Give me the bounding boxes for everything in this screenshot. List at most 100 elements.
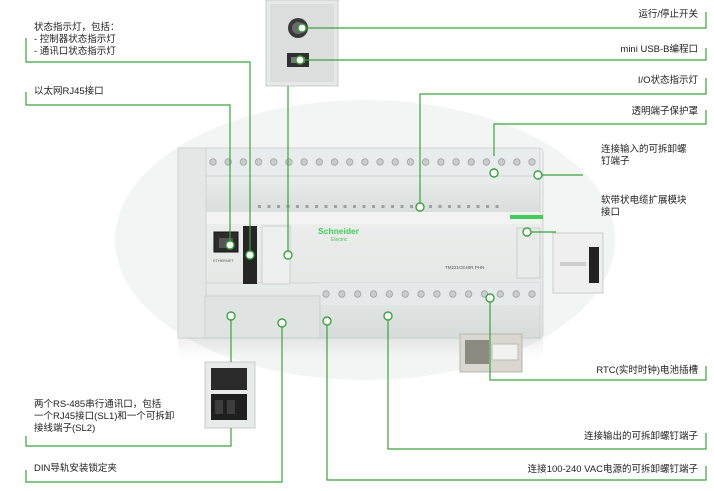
terminal-screw: [376, 158, 384, 166]
terminal-screw: [338, 290, 346, 298]
dot-cover: [533, 170, 543, 180]
accent-stripe: [510, 215, 543, 219]
io-led: [400, 205, 404, 208]
inset-rs485: [204, 361, 256, 429]
dot-rtc: [485, 293, 495, 303]
terminal-screw: [449, 290, 457, 298]
terminal-screw: [300, 158, 308, 166]
label-io-leds: I/O状态指示灯: [637, 75, 698, 86]
callout-dots: [225, 23, 543, 328]
io-led: [381, 205, 385, 208]
io-led: [495, 205, 499, 208]
io-led: [391, 205, 394, 208]
terminal-screw: [239, 158, 248, 166]
terminal-screw: [346, 158, 354, 166]
io-led: [467, 205, 470, 208]
io-led: [277, 205, 280, 208]
plc-body: [177, 147, 544, 358]
io-led: [305, 205, 309, 208]
io-led: [438, 205, 442, 208]
label-input-terminals: 连接输入的可拆卸螺 钉端子: [601, 144, 687, 167]
dot-power: [322, 316, 332, 326]
terminal-screw: [513, 158, 521, 166]
dot-input-terminals: [489, 168, 499, 178]
terminal-screw: [270, 158, 278, 166]
label-rtc: RTC(实时时钟)电池插槽: [596, 365, 698, 376]
terminal-screw: [497, 158, 506, 166]
terminal-screw: [369, 290, 378, 298]
brand-logo: Schneider: [318, 226, 360, 236]
terminal-screw: [528, 158, 536, 166]
brand-sub: Electric: [331, 237, 348, 243]
terminal-screw: [464, 290, 473, 298]
terminal-screw: [528, 290, 536, 298]
label-output-terminals: 连接输出的可拆卸螺钉端子: [583, 431, 698, 442]
label-rj45: 以太网RJ45接口: [34, 86, 104, 97]
dot-output: [383, 311, 393, 321]
dot-usb: [295, 55, 305, 65]
label-cover: 透明端子保护罩: [631, 106, 698, 117]
io-led: [267, 205, 271, 208]
terminal-screw: [391, 158, 399, 166]
terminal-screw: [385, 290, 394, 298]
terminal-screw: [417, 290, 425, 298]
io-led: [343, 205, 347, 208]
io-led: [296, 205, 299, 208]
dot-rj45: [225, 240, 235, 250]
inset-runstop-usb: [265, 0, 339, 87]
terminal-screw: [330, 158, 339, 166]
label-usb: mini USB-B编程口: [620, 44, 698, 55]
inset-rtc: [459, 333, 523, 373]
io-led: [362, 205, 366, 208]
io-led: [324, 205, 328, 208]
callout-lines: [25, 12, 707, 483]
io-led: [476, 205, 480, 208]
terminal-screw: [467, 158, 475, 166]
model-label: TM221CE40R PHN: [445, 265, 484, 270]
terminal-screw: [285, 158, 293, 166]
terminal-screw: [353, 290, 362, 298]
label-din: DIN导轨安装锁定夹: [34, 463, 117, 474]
label-status-leds: 状态指示灯，包括： - 控制器状态指示灯 - 通讯口状态指示灯: [34, 22, 120, 57]
dot-io-leds: [415, 202, 425, 212]
terminal-screw: [209, 158, 217, 166]
io-led: [258, 205, 261, 208]
terminal-screw: [433, 290, 441, 298]
rs485-rj45-port: [211, 368, 247, 390]
terminal-screw: [254, 158, 263, 166]
io-led: [429, 205, 432, 208]
label-rs485: 两个RS-485串行通讯口，包括 一个RJ45接口(SL1)和一个可拆卸 接线端…: [34, 399, 175, 434]
terminal-screw: [401, 290, 409, 298]
output-terminal-screws: [322, 290, 536, 298]
io-led: [315, 205, 318, 208]
dot-expansion: [522, 227, 532, 237]
expansion-connector: [589, 247, 599, 283]
dot-din: [277, 318, 287, 328]
inset-expansion: [552, 232, 604, 294]
terminal-screw: [421, 158, 430, 166]
label-expansion: 软带状电缆扩展模块 接口: [601, 195, 687, 218]
terminal-screw: [482, 158, 491, 166]
label-run-stop: 运行/停止开关: [638, 9, 698, 20]
terminal-screw: [437, 158, 445, 166]
io-led: [353, 205, 356, 208]
input-terminal-screws: [209, 158, 536, 166]
dot-rs485: [226, 311, 236, 321]
io-led: [334, 205, 337, 208]
dot-door: [283, 250, 293, 260]
terminal-screw: [361, 158, 369, 166]
terminal-screw: [496, 290, 505, 298]
terminal-screw: [406, 158, 415, 166]
terminal-screw: [322, 290, 330, 298]
terminal-screw: [512, 290, 520, 298]
io-led: [457, 205, 461, 208]
dot-status-leds: [245, 250, 255, 260]
io-led: [410, 205, 413, 208]
io-led: [448, 205, 451, 208]
label-power-terminals: 连接100-240 VAC电源的可拆卸螺钉端子: [527, 464, 698, 475]
io-led: [372, 205, 375, 208]
dot-run-stop: [297, 23, 307, 33]
io-led: [486, 205, 489, 208]
